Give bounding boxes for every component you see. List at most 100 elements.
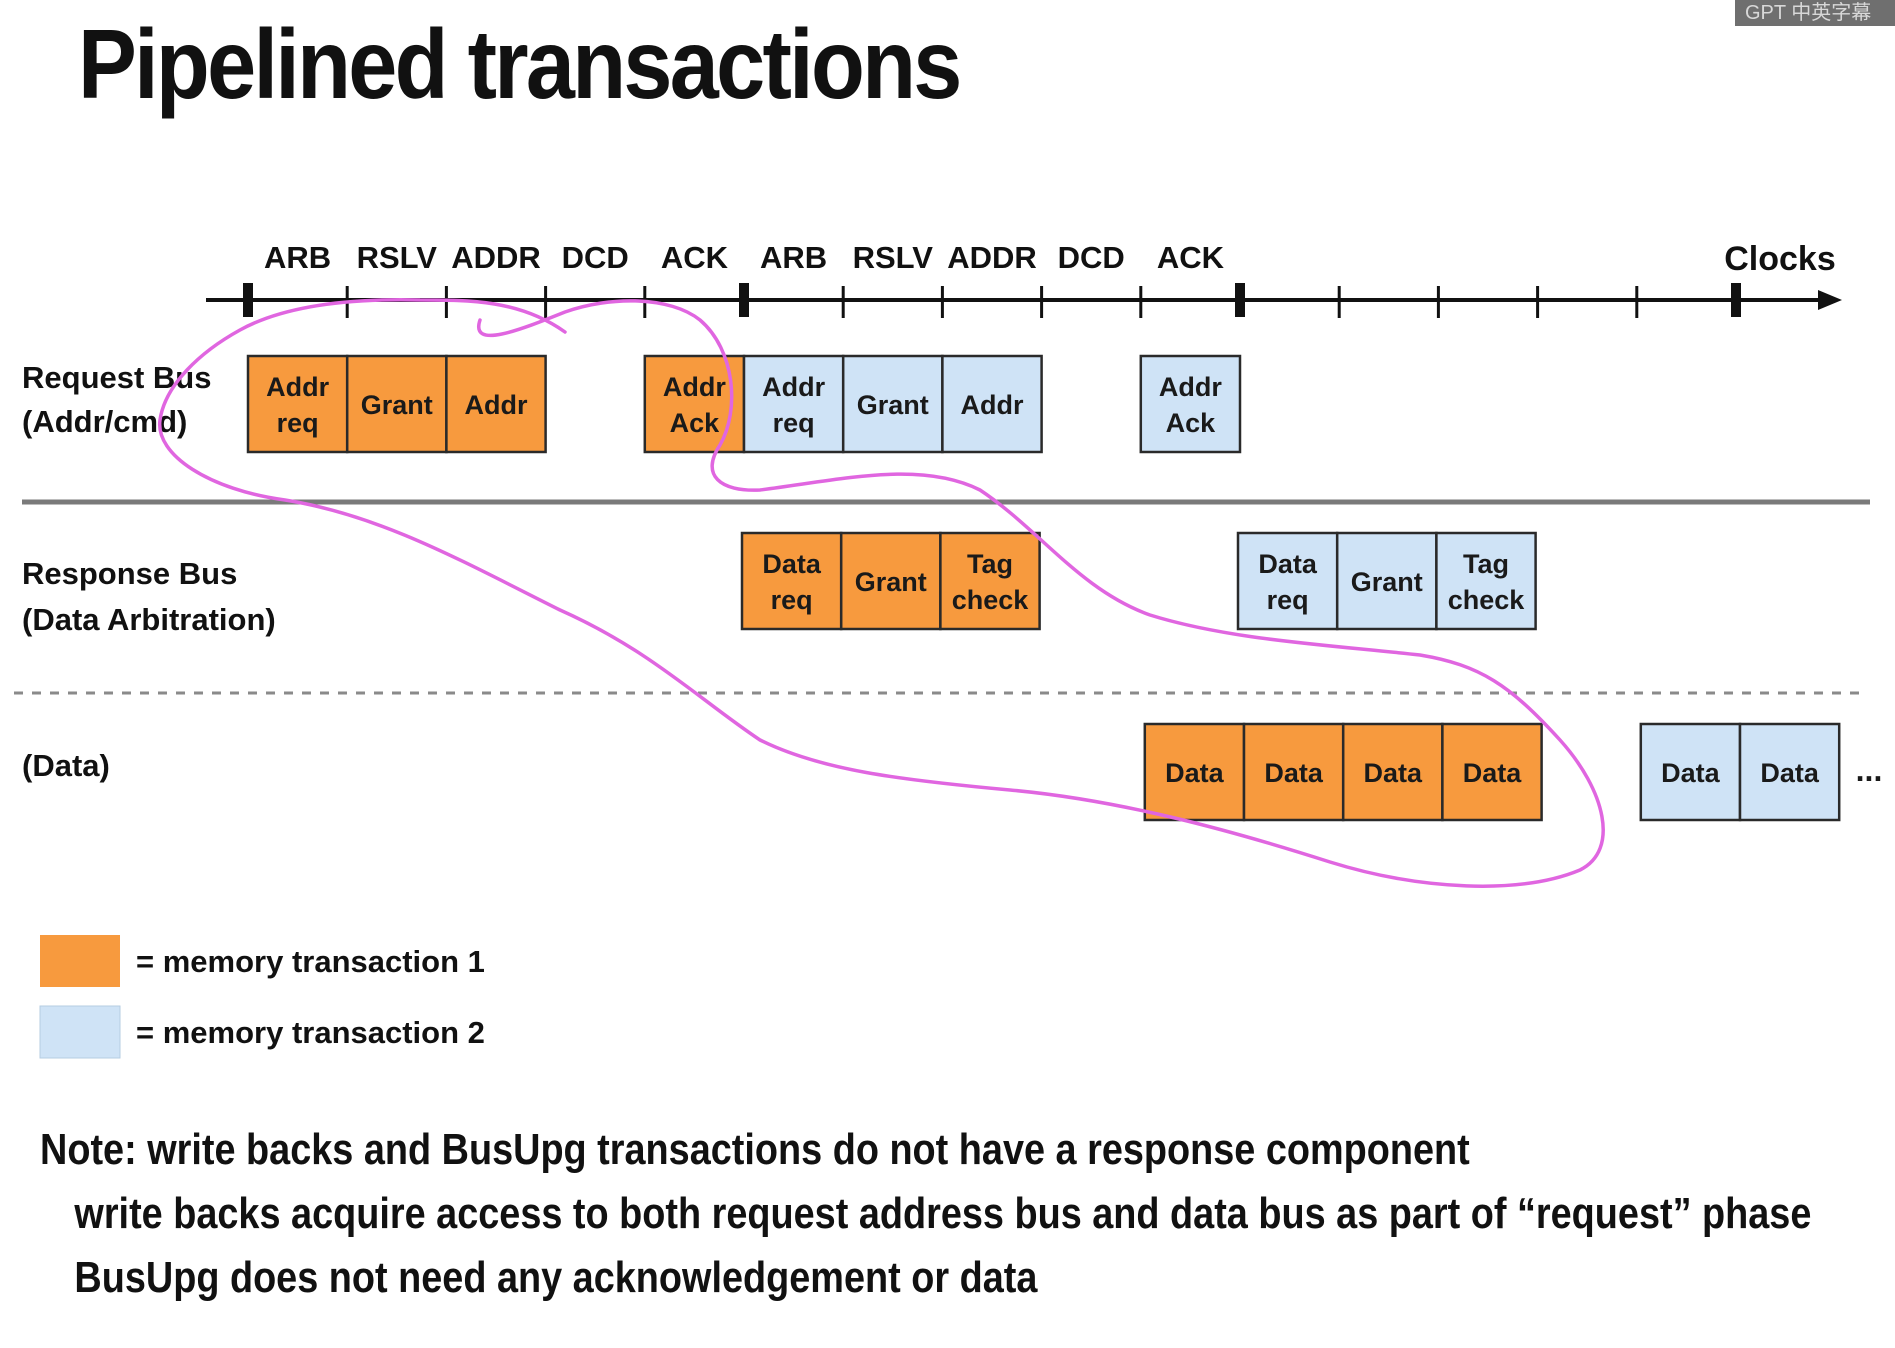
subtitle-watermark-tag: GPT 中英字幕 xyxy=(1735,0,1895,26)
transaction-block-label: Data xyxy=(762,549,822,579)
transaction-block-box xyxy=(1236,531,1339,631)
transaction-block-label: req xyxy=(1267,585,1309,615)
transaction-block-label: req xyxy=(277,408,319,438)
transaction-block-box xyxy=(939,531,1041,631)
transaction-block-label: Ack xyxy=(1166,408,1217,438)
transaction-block-label: Data xyxy=(1258,549,1318,579)
transaction-block-box xyxy=(643,354,746,454)
transaction-block-label: Data xyxy=(1463,758,1523,788)
major-clock-tick xyxy=(739,283,749,317)
legend-swatch-tx2 xyxy=(39,1005,121,1059)
transaction-block: Data req xyxy=(1236,531,1339,631)
transaction-block-label: req xyxy=(773,408,815,438)
transaction-block-label: Ack xyxy=(670,408,721,438)
major-clock-tick xyxy=(243,283,253,317)
transaction-block-box xyxy=(1738,722,1841,822)
transaction-block-label: Grant xyxy=(1351,567,1423,597)
transaction-block-label: Data xyxy=(1364,758,1424,788)
row-label-response-bus: Response Bus xyxy=(22,556,237,591)
hand-drawn-annotation-loop xyxy=(158,298,1605,888)
transaction-block-label: check xyxy=(952,585,1030,615)
transaction-block-box xyxy=(941,354,1043,454)
transaction-block: Tag check xyxy=(1435,531,1537,631)
stage-label: ADDR xyxy=(451,240,541,275)
stage-label: ACK xyxy=(661,240,729,275)
legend-swatch-tx1 xyxy=(40,935,120,987)
transaction-block-box xyxy=(839,531,942,631)
stage-label: ARB xyxy=(264,240,331,275)
transaction-block: Data req xyxy=(740,531,843,631)
transaction-block-label: Tag xyxy=(1463,549,1509,579)
transaction-block: Data xyxy=(1441,722,1543,822)
transaction-block-label: Addr xyxy=(961,390,1024,420)
clocks-axis-label: Clocks xyxy=(1724,240,1836,278)
transaction-block-box xyxy=(445,354,547,454)
note-busupg: BusUpg does not need any acknowledgement… xyxy=(74,1253,1038,1302)
transaction-block-box xyxy=(1242,722,1345,822)
notes-block: Note: write backs and BusUpg transaction… xyxy=(40,1118,1811,1310)
transaction-block-box xyxy=(740,531,843,631)
transaction-block-label: Addr xyxy=(762,372,825,402)
legend-label-tx2: = memory transaction 2 xyxy=(136,1015,485,1050)
row-label-response-bus-sub: (Data Arbitration) xyxy=(22,602,276,637)
transaction-block: Tag check xyxy=(939,531,1041,631)
transaction-block-box xyxy=(841,354,944,454)
transaction-block: Grant xyxy=(345,354,448,454)
major-clock-tick xyxy=(1731,283,1741,317)
note-write-backs: write backs acquire access to both reque… xyxy=(74,1189,1812,1238)
transaction-block: Grant xyxy=(841,354,944,454)
transaction-block: Data xyxy=(1639,722,1742,822)
stage-label: ACK xyxy=(1157,240,1225,275)
transaction-block: Addr req xyxy=(246,354,349,454)
transaction-block: Addr req xyxy=(742,354,845,454)
stage-label: RSLV xyxy=(853,240,934,275)
continuation-ellipsis: ... xyxy=(1856,752,1883,788)
transaction-block-box xyxy=(345,354,448,454)
transaction-block-label: Grant xyxy=(855,567,927,597)
transaction-block-box xyxy=(246,354,349,454)
transaction-block: Grant xyxy=(839,531,942,631)
legend-label-tx1: = memory transaction 1 xyxy=(136,944,485,979)
transaction-block-label: Addr xyxy=(663,372,726,402)
transaction-block-label: check xyxy=(1448,585,1526,615)
transaction-block-label: Grant xyxy=(361,390,433,420)
transaction-block: Addr xyxy=(445,354,547,454)
transaction-block: Data xyxy=(1242,722,1345,822)
stage-label: ARB xyxy=(760,240,827,275)
transaction-block-label: Addr xyxy=(266,372,329,402)
transaction-block-box xyxy=(1639,722,1742,822)
transaction-block: Data xyxy=(1738,722,1841,822)
transaction-block-label: Tag xyxy=(967,549,1013,579)
transaction-block-label: Addr xyxy=(465,390,528,420)
transaction-block-box xyxy=(1143,722,1246,822)
transaction-block-label: Addr xyxy=(1159,372,1222,402)
transaction-block: Addr xyxy=(941,354,1043,454)
transaction-block-label: req xyxy=(771,585,813,615)
transaction-block-box xyxy=(1435,531,1537,631)
row-label-data: (Data) xyxy=(22,748,110,783)
transaction-block-label: Data xyxy=(1264,758,1324,788)
transaction-block: Data xyxy=(1341,722,1444,822)
transaction-block-label: Data xyxy=(1661,758,1721,788)
stage-label: DCD xyxy=(562,240,629,275)
row-label-request-bus: Request Bus xyxy=(22,360,211,395)
stage-label: ADDR xyxy=(947,240,1037,275)
transaction-block-label: Data xyxy=(1165,758,1225,788)
major-clock-tick xyxy=(1235,283,1245,317)
note-main: Note: write backs and BusUpg transaction… xyxy=(40,1125,1470,1174)
stage-label: RSLV xyxy=(357,240,438,275)
clock-axis-arrowhead xyxy=(1818,290,1842,310)
transaction-block-label: Grant xyxy=(857,390,929,420)
transaction-block: Grant xyxy=(1335,531,1438,631)
transaction-block: Data xyxy=(1143,722,1246,822)
transaction-block-label: Data xyxy=(1760,758,1820,788)
transaction-block-box xyxy=(1139,354,1242,454)
transaction-block-box xyxy=(742,354,845,454)
transaction-block-box xyxy=(1335,531,1438,631)
transaction-block-box xyxy=(1341,722,1444,822)
